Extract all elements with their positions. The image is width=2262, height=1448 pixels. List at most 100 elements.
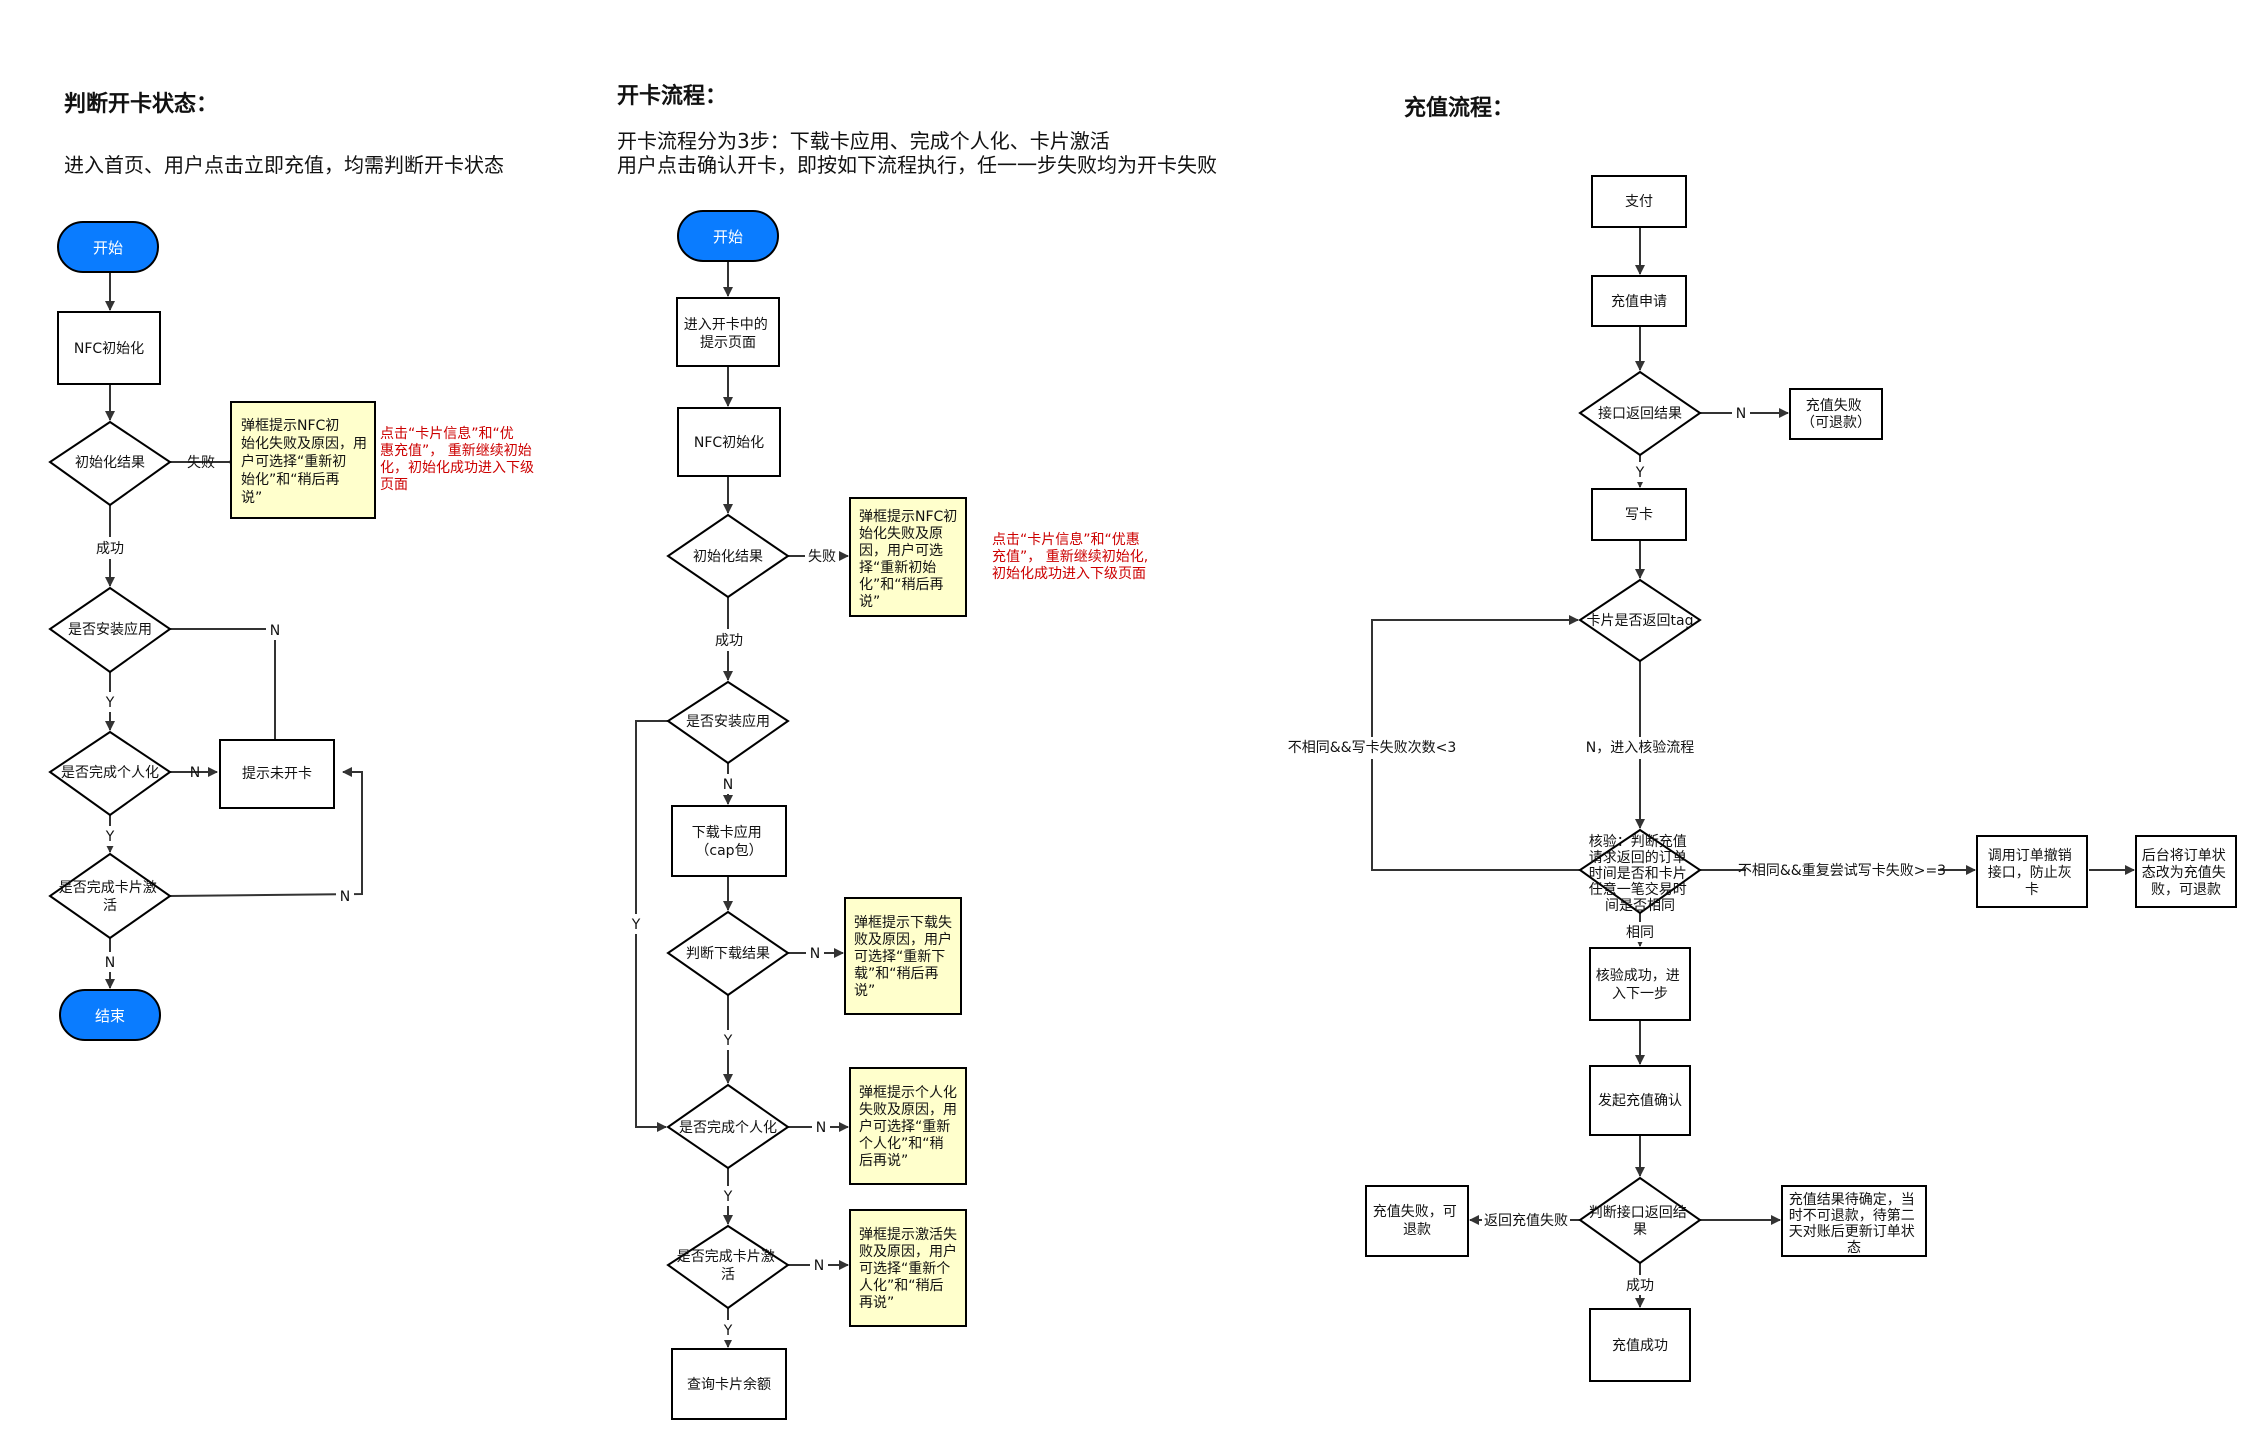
note-line: 始化失败及原因，用 [241,436,367,452]
backend-box [2135,835,2237,908]
note-line: 说” [241,490,262,506]
nfc-init-box [57,311,161,385]
start-label: 开始 [93,239,123,257]
end-terminal [59,989,161,1041]
success-label: 成功 [96,541,124,557]
not-opened-box [219,739,335,809]
edge-label-y: Y [723,1033,733,1049]
success-label-bg [1620,1275,1660,1295]
end-label: 结束 [95,1007,125,1025]
download-box [671,805,787,877]
edge-label-success: 成功 [1626,1278,1654,1294]
write-card-label: 写卡 [1625,507,1653,523]
start-terminal [57,221,159,273]
return-fail-label-bg [1482,1210,1570,1232]
n-label-bg [806,943,824,963]
balance-box [671,1348,787,1420]
verify-ok-box [1589,947,1691,1021]
edge-label-n: N [340,889,350,905]
start-label: 开始 [713,228,743,246]
loop-label-bg [1290,737,1454,759]
y-label-bg [719,1186,737,1206]
n-label-bg [101,952,119,972]
apply-label: 充值申请 [1611,294,1667,310]
entering-label: 进入开卡中的 提示页面 [684,317,772,351]
edge-label-n: N [270,623,280,639]
section-title-card-status: 判断开卡状态： [64,91,218,117]
entering-box [676,297,780,367]
activate-fail-note-text: 弹框提示激活失 败及原因，用户 可选择“重新个 人化”和“稍后 再说” [859,1226,961,1311]
edge-label-loop: 不相同&&写卡失败次数<3 [1288,740,1456,756]
personal-fail-note [849,1067,967,1185]
n-label-bg [810,1255,828,1275]
nfc-fail-note [849,497,967,617]
pay-label: 支付 [1625,194,1653,210]
verify-label-bg [1584,737,1696,759]
success-label-bg [710,629,748,651]
nfc-init-box [677,407,781,477]
nfc-init-label: NFC初始化 [694,434,764,451]
red-line: 点击“卡片信息”和“优 [380,425,514,442]
note-line: 户可选择“重新初 [241,453,346,470]
edge-label-return-fail: 返回充值失败 [1484,1213,1568,1229]
fail-refund-label: 充值失败 （可退款） [1801,398,1871,431]
n-label-bg [719,774,737,794]
nfc-fail-note-text: 弹框提示NFC初 始化失败及原因，用 户可选择“重新初 始化”和“稍后再 说” [241,417,371,506]
tag-decision [1578,578,1702,663]
personalized-decision [48,730,172,817]
activated-label: 是否完成卡片激 活 [677,1248,779,1283]
activated-label: 是否完成卡片激 活 [59,879,161,914]
nfc-init-label: NFC初始化 [74,340,144,357]
retry-label-bg [1746,860,1938,882]
backend-label: 后台将订单状 态改为充值失 败，可退款 [2142,848,2230,898]
section-title-recharge: 充值流程： [1404,95,1514,121]
y-label-bg [719,1030,737,1050]
y-label-bg [101,826,119,846]
pending-box [1781,1185,1927,1257]
installed-label: 是否安装应用 [68,621,152,638]
download-fail-note [844,897,962,1015]
edge-label-y: Y [723,1323,733,1339]
download-result-decision [666,910,790,997]
apply-box [1591,275,1687,327]
verify-decision [1578,828,1702,915]
section-title-open-card: 开卡流程： [617,83,727,109]
edge-label-y: Y [631,917,641,933]
nfc-fail-note-text: 弹框提示NFC初 始化失败及原 因，用户可选 择“重新初始 化”和“稍后再 说” [859,508,962,610]
edge-label-fail: 失败 [808,549,836,565]
installed-label: 是否安装应用 [686,713,770,730]
flow-open-card: 开始 进入开卡中的 提示页面 NFC初始化 初始化结果 失败 弹框提示NFC初 … [627,210,1153,1420]
recharge-ok-box [1589,1308,1691,1382]
download-label: 下载卡应用 （cap包） [692,824,766,859]
red-line: 化，初始化成功进入下级 [380,459,534,476]
download-result-label: 判断下载结果 [686,946,770,962]
y-label-bg [627,914,645,934]
section-subtitle-open-card-1: 开卡流程分为3步：下载卡应用、完成个人化、卡片激活 [617,129,1110,153]
tag-label: 卡片是否返回tag [1587,613,1694,629]
personalized-label: 是否完成个人化 [61,765,159,781]
red-annotation: 点击“卡片信息”和“优惠 充值”， 重新继续初始化, 初始化成功进入下级页面 [992,531,1153,582]
download-fail-note-text: 弹框提示下载失 败及原因，用户 可选择“重新下 载”和“稍后再 说” [854,915,956,999]
fail-refund-label-2: 充值失败，可 退款 [1373,1204,1461,1238]
init-result-decision [48,420,172,507]
recharge-ok-label: 充值成功 [1612,1338,1668,1354]
activated-decision [48,852,172,940]
flow-recharge: 支付 充值申请 接口返回结果 N 充值失败 （可退款） Y 写卡 卡片是否返回t… [1288,175,2237,1382]
edge-label-success: 成功 [715,633,743,649]
installed-decision [666,680,790,765]
flow-card-status: 开始 NFC初始化 初始化结果 失败 弹框提示NFC初 始化失败及原因，用 户可… [48,221,538,1041]
personalized-label: 是否完成个人化 [679,1120,777,1136]
red-annotation: 点击“卡片信息”和“优 惠充值”， 重新继续初始 化，初始化成功进入下级 页面 [380,425,538,493]
edge-label-y: Y [105,695,115,711]
activated-decision [666,1224,790,1310]
n-label-bg [266,620,284,640]
init-result-decision [666,513,790,599]
edge-label-n: N [814,1258,824,1274]
edge-label-fail: 失败 [187,455,215,471]
edge-label-n: N [810,946,820,962]
write-card-box [1591,488,1687,541]
pay-box [1591,175,1687,228]
confirm-label: 发起充值确认 [1598,1093,1682,1109]
red-line: 页面 [380,477,408,493]
